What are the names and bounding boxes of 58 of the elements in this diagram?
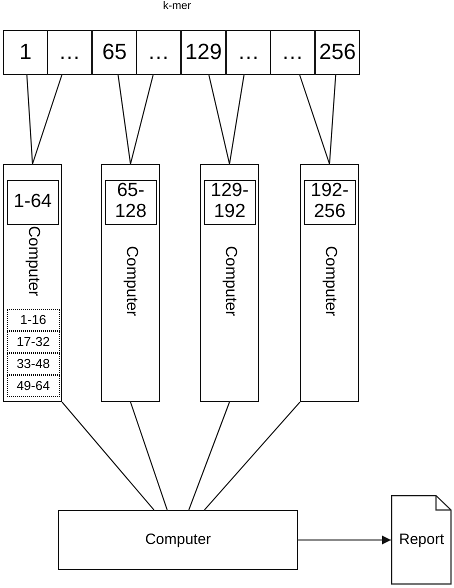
node-label: Report [398,532,444,548]
node-label: 33-48 [16,356,50,371]
computer-column [3,164,62,402]
connector-line [118,74,132,164]
node-label: Computer [320,246,338,316]
kmer-cell [47,30,92,75]
node-label: 1 [19,40,32,65]
kmer-cell [136,30,181,75]
computer-box [58,510,298,570]
sub-range-box [6,352,60,375]
range-box [304,180,356,225]
sub-range-box [6,374,60,397]
connector-line [188,402,230,510]
node-label: Computer [24,226,42,296]
kmer-cell [226,30,271,75]
node-label: 17-32 [16,334,50,349]
node-label: 65-128 [114,181,148,224]
node-label: … [282,40,304,65]
connector-line [26,74,34,164]
connector-line [130,402,168,510]
node-label: 256 [319,40,356,65]
sub-range-box [6,330,60,353]
kmer-cell [3,30,48,75]
node-label: 1-16 [20,312,46,327]
node-label: 129 [185,40,222,65]
node-label: 1-64 [14,192,52,213]
kmer-cell [92,30,137,75]
kmer-cell [270,30,315,75]
connector-line [32,74,62,164]
computer-column [300,164,359,402]
range-box [104,180,157,225]
range-box [204,180,256,225]
diagram-title: k-mer [162,0,192,12]
node-label: … [148,40,170,65]
node-label: 192-256 [310,181,350,224]
node-label: 65 [102,40,127,65]
node-label: 129-192 [210,181,250,224]
range-box [6,180,59,225]
node-label: … [238,40,260,65]
connector-line [228,74,245,164]
report-document [391,495,452,585]
arrow [298,536,391,544]
computer-column [101,164,160,402]
node-label: Computer [145,532,211,548]
computer-column [200,164,259,402]
kmer-cell [315,30,360,75]
node-label: … [58,40,80,65]
node-label: 49-64 [16,378,50,393]
connector-line [299,74,330,164]
connector-line [204,402,300,510]
node-label: Computer [122,246,140,316]
connector-line [130,74,154,164]
node-label: Computer [220,246,238,316]
connector-line [62,402,154,510]
connector-line [328,74,336,164]
connector-line [208,74,230,164]
sub-range-box [6,308,60,331]
kmer-cell [181,30,226,75]
